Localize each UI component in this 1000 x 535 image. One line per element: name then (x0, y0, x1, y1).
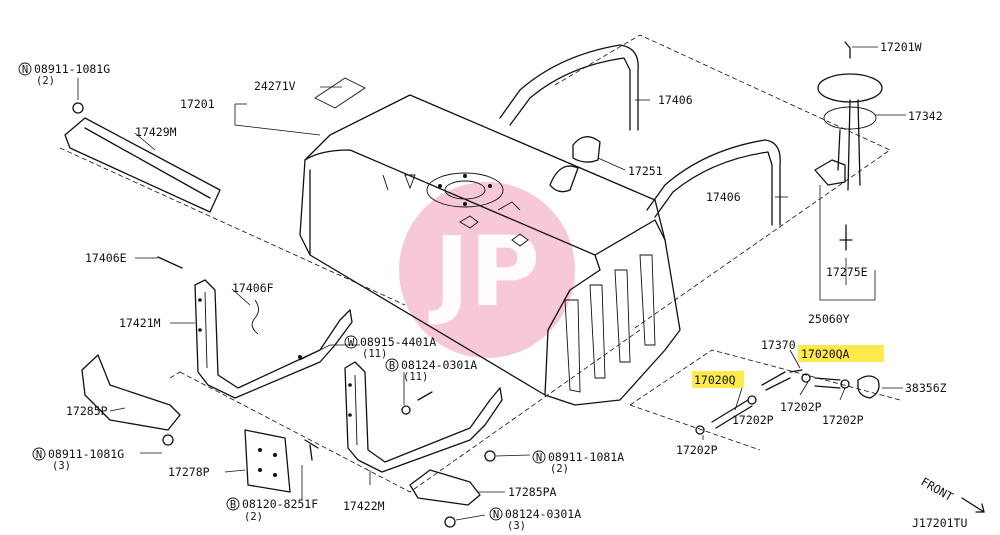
label-17202p-b: 17202P (780, 400, 822, 414)
label-08124-0301a-bot: 08124-0301A (505, 507, 581, 521)
part-labels: 08911-1081G (2) 17429M 17201 24271V 1740… (34, 40, 967, 532)
svg-text:N: N (536, 452, 542, 464)
label-17201: 17201 (180, 97, 215, 111)
label-08120-8251f-qty: (2) (244, 511, 263, 523)
wire-17406f (251, 299, 259, 335)
filler-cap (549, 136, 601, 193)
label-17275e: 17275E (826, 265, 868, 279)
label-plate (314, 77, 366, 109)
label-08911-1081a-qty: (2) (550, 463, 569, 475)
label-08911-1081g-bot-qty: (3) (52, 460, 71, 472)
svg-text:B: B (230, 499, 236, 511)
label-08911-1081g-top: 08911-1081G (34, 62, 110, 76)
assembly-outline (59, 34, 901, 493)
label-08911-1081g-bot: 08911-1081G (48, 447, 124, 461)
label-17251: 17251 (628, 164, 663, 178)
label-08915-4401a-qty: (11) (362, 348, 387, 360)
label-17342: 17342 (908, 109, 943, 123)
label-17278p: 17278P (168, 465, 210, 479)
label-38356z: 38356Z (905, 381, 947, 395)
highlight-17020qa (798, 345, 884, 362)
label-17202p-d: 17202P (676, 443, 718, 457)
label-08124-0301a-bot-qty: (3) (507, 520, 526, 532)
plate-17278p (244, 429, 319, 493)
label-08915-4401a: 08915-4401A (360, 335, 436, 349)
svg-text:W: W (348, 337, 355, 349)
fasteners (72, 102, 496, 528)
highlight-17020q (692, 371, 744, 388)
plate-17285pa (409, 469, 481, 506)
fuel-pump-assembly (814, 41, 883, 251)
label-08124-0301a-mid-qty: (11) (403, 371, 428, 383)
diagram-code: J17201TU (912, 516, 967, 530)
leader-lines (77, 46, 906, 521)
fuel-tank (299, 94, 681, 406)
label-08124-0301a-mid: 08124-0301A (401, 358, 477, 372)
jp-watermark: JP (399, 182, 575, 358)
svg-text:N: N (22, 64, 28, 76)
label-17202p-a: 17202P (732, 413, 774, 427)
label-08120-8251f: 08120-8251F (242, 497, 318, 511)
label-17370: 17370 (761, 338, 796, 352)
label-17406-mid: 17406 (706, 190, 741, 204)
fuel-hoses (695, 369, 880, 435)
label-17202p-c: 17202P (822, 413, 864, 427)
label-17406e: 17406E (85, 251, 127, 265)
svg-text:N: N (493, 509, 499, 521)
label-24271v: 24271V (254, 79, 296, 93)
bracket-17421m (194, 279, 353, 399)
label-17285p: 17285P (66, 404, 108, 418)
label-17020qa: 17020QA (801, 347, 850, 361)
tank-straps (499, 44, 781, 226)
svg-text:B: B (389, 360, 395, 372)
svg-text:JP: JP (428, 216, 540, 328)
bracket-17429m (64, 117, 221, 213)
front-arrow-icon (961, 497, 985, 513)
label-17406-top: 17406 (658, 93, 693, 107)
label-17201w: 17201W (880, 40, 922, 54)
label-08911-1081g-top-qty: (2) (36, 75, 55, 87)
label-25060y: 25060Y (808, 312, 850, 326)
label-17421m: 17421M (119, 316, 161, 330)
label-17422m: 17422M (343, 499, 385, 513)
svg-text:N: N (36, 449, 42, 461)
bracket-17422m (344, 361, 503, 473)
label-17285pa: 17285PA (508, 485, 557, 499)
circle-markers: N N W B B N N (18, 62, 546, 521)
label-08911-1081a: 08911-1081A (548, 450, 624, 464)
label-17020q: 17020Q (694, 373, 736, 387)
pin-17406e (157, 256, 183, 269)
plate-17285p (81, 354, 181, 431)
front-label: FRONT (919, 474, 956, 503)
label-17406f: 17406F (232, 281, 274, 295)
label-17429m: 17429M (135, 125, 177, 139)
